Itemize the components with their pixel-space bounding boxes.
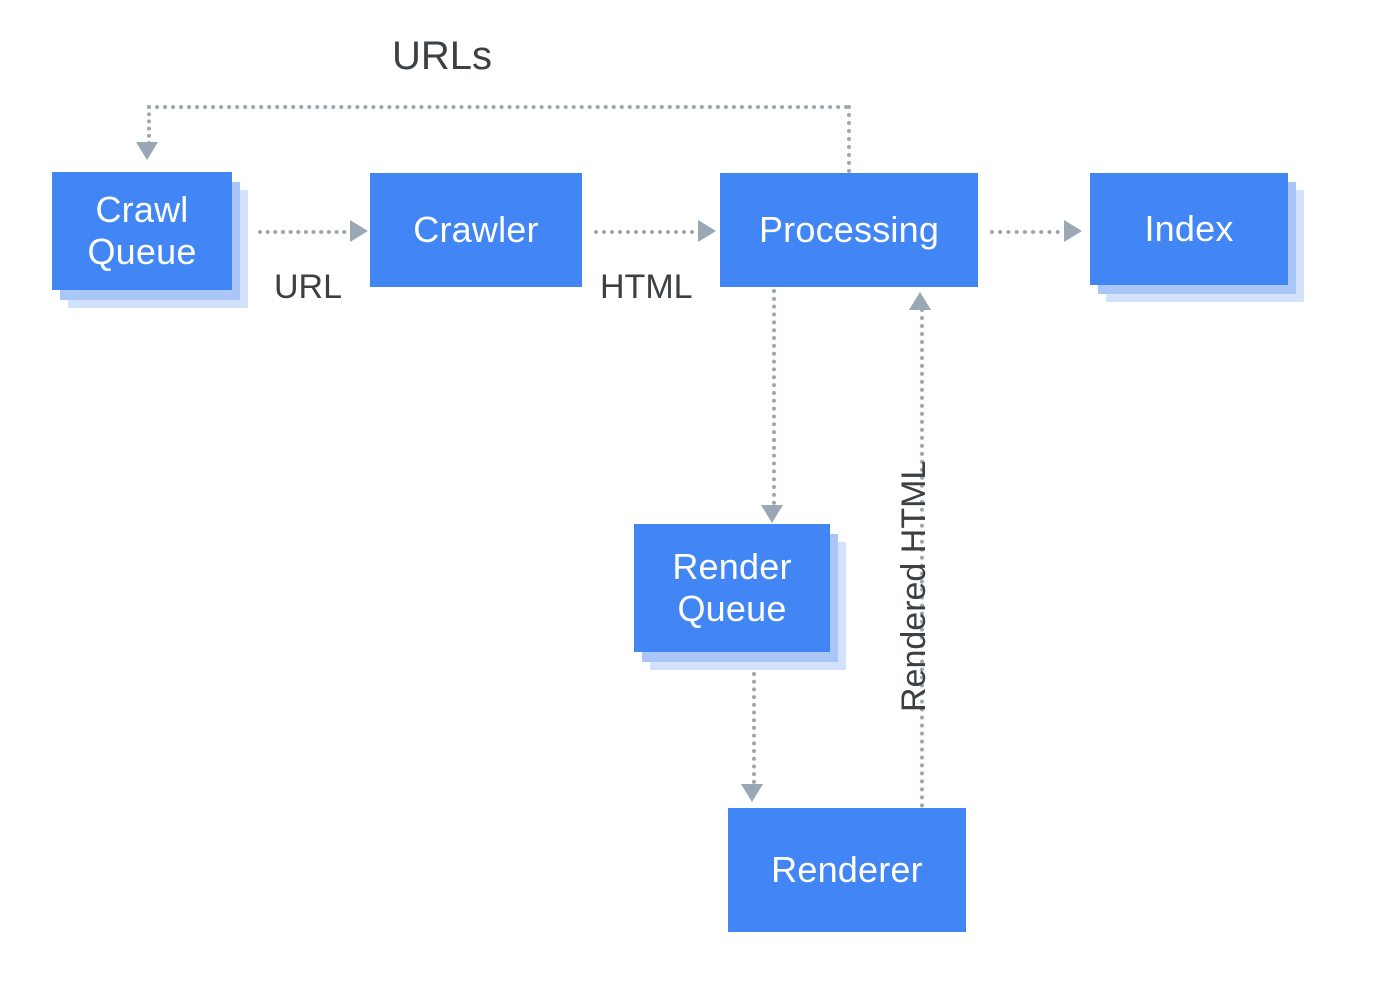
edge-label-urls: URLs [392, 34, 493, 78]
arrowhead-urls-into-crawl-queue [136, 142, 158, 160]
node-processing[interactable]: Processing [720, 173, 978, 287]
arrowhead-rendered-html-into-processing [909, 292, 931, 310]
node-crawl-queue[interactable]: Crawl Queue [52, 172, 232, 290]
edge-label-rendered-html: Rendered HTML [895, 460, 933, 712]
node-crawl-queue-label: Crawl Queue [87, 188, 197, 272]
node-index-label: Index [1144, 207, 1234, 249]
connector-urls-riser [847, 105, 851, 173]
arrowhead-into-index [1064, 220, 1082, 242]
edge-label-html: HTML [600, 268, 693, 306]
node-render-queue-label: Render Queue [672, 545, 792, 629]
connector-processing-to-index [990, 230, 1068, 234]
connector-render-queue-to-renderer [752, 672, 756, 784]
arrowhead-into-renderer [741, 784, 763, 802]
connector-urls-drop [147, 105, 151, 145]
connector-rendered-html [920, 308, 924, 808]
connector-url [258, 230, 354, 234]
connector-urls-span [147, 105, 849, 109]
node-crawler-label: Crawler [413, 208, 539, 250]
node-processing-label: Processing [758, 208, 940, 250]
arrowhead-into-render-queue [761, 505, 783, 523]
connector-html [594, 230, 702, 234]
node-renderer-label: Renderer [771, 848, 923, 890]
connector-processing-to-render-queue [772, 289, 776, 505]
arrowhead-url-into-crawler [350, 220, 368, 242]
node-index[interactable]: Index [1090, 173, 1288, 285]
node-render-queue[interactable]: Render Queue [634, 524, 830, 652]
node-renderer[interactable]: Renderer [728, 808, 966, 932]
arrowhead-html-into-processing [698, 220, 716, 242]
node-crawler[interactable]: Crawler [370, 173, 582, 287]
edge-label-url: URL [274, 268, 343, 306]
